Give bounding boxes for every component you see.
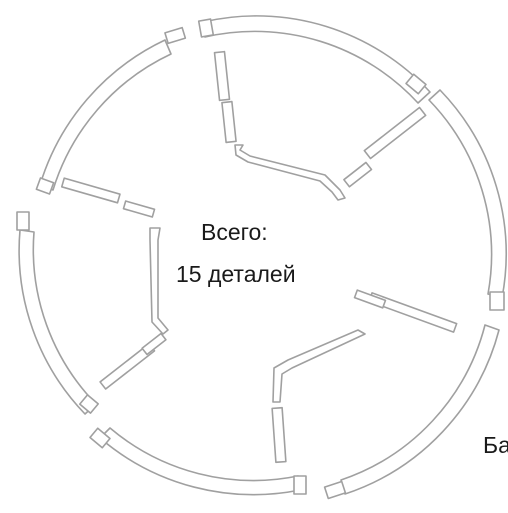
spoke-upper-right-bar-1 — [363, 106, 427, 160]
outer-arc-segment-right — [428, 89, 507, 299]
connector-left-lower — [78, 394, 100, 414]
outer-arc-segment-bottom — [99, 427, 301, 496]
connector-left — [16, 211, 30, 231]
spoke-left-bar-2 — [122, 200, 156, 218]
spoke-top-bracket — [234, 144, 346, 201]
spoke-left-bracket — [149, 227, 169, 335]
outer-arc-segment-left — [18, 229, 97, 415]
clipped-caption: Ба — [483, 432, 508, 458]
outer-arc-segment-bottom-right — [340, 324, 500, 495]
spoke-left-bar-1 — [60, 177, 121, 204]
outer-arc-segment-top-left — [39, 39, 172, 191]
connector-right — [489, 291, 505, 311]
connector-bottom — [293, 475, 307, 495]
spoke-bottom-bracket — [272, 329, 366, 403]
spoke-lower-left-bar-2 — [141, 332, 167, 356]
total-parts-label: Всего: — [201, 219, 268, 245]
spoke-top-bar-1 — [213, 50, 231, 102]
spoke-lower-right-bar-2 — [353, 289, 387, 309]
connector-top-left — [164, 26, 187, 45]
connector-bottom-right — [323, 480, 347, 500]
outer-arc-segment-top-right — [202, 15, 431, 104]
spoke-upper-right-bar-2 — [343, 161, 373, 188]
spoke-top-bar-2 — [221, 100, 237, 144]
total-parts-count: 15 деталей — [176, 261, 296, 287]
connector-left-upper — [35, 177, 55, 195]
spoke-bottom-bar — [271, 406, 287, 464]
connector-bottom-left — [89, 427, 111, 449]
connector-top — [197, 18, 215, 38]
connector-top-right — [405, 73, 427, 95]
